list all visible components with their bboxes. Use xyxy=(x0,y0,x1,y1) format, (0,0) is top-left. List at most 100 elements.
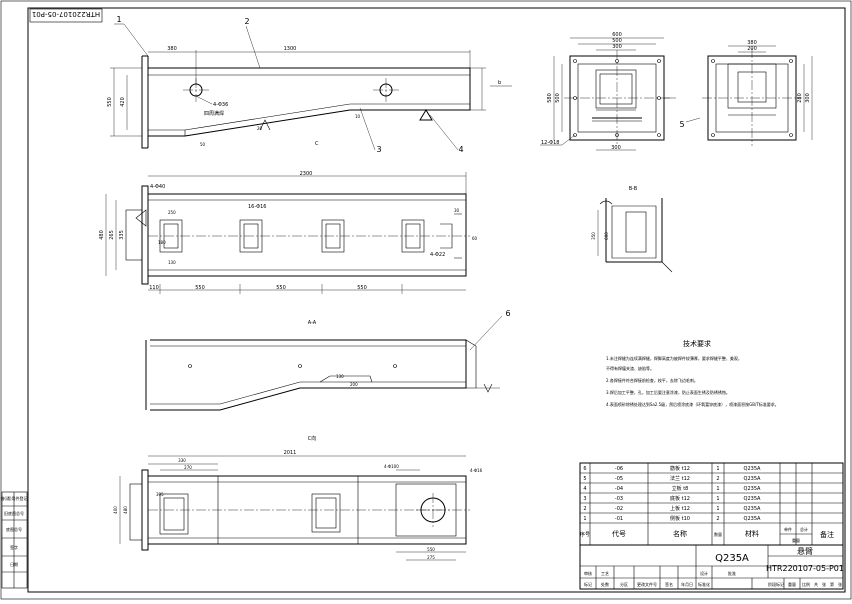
plan-dim-left-1: 265 xyxy=(109,230,115,240)
plan-overall: 2300 xyxy=(300,171,313,177)
front-hole-note: 4-Φ36 xyxy=(213,102,228,108)
inner-border xyxy=(27,7,846,593)
balloon-4: 4 xyxy=(458,145,463,154)
tb-label-0: 标记 xyxy=(584,581,592,587)
plan-inner-dim-1: 180 xyxy=(158,240,166,245)
bom-row-5-qty: 2 xyxy=(716,516,719,522)
tb-label-7: 标准化 xyxy=(698,581,710,587)
bom-h-qty: 数量 xyxy=(714,531,722,537)
tb-label-2: 分区 xyxy=(620,581,628,587)
bom-h-unit: 单件 xyxy=(784,526,792,532)
tech-title: 技术要求 xyxy=(683,339,711,348)
endL-dim-top-1: 500 xyxy=(612,38,622,44)
bom-row-0-code: -06 xyxy=(615,466,623,472)
bom-row-0-no: 6 xyxy=(583,466,586,472)
side-label-0: 借(通)用件登记 xyxy=(0,495,27,501)
tb-label-13: 比例 xyxy=(802,581,810,587)
c-plate-note: 4-Φ16 xyxy=(470,468,483,473)
endL-hole-note: 12-Φ18 xyxy=(541,140,559,146)
bom-header: 序号 代号 名称 数量 材料 单件 总计 重量 备注 xyxy=(580,526,834,543)
bom-row-1-mat: Q235A xyxy=(744,476,761,482)
view-mark-b: b xyxy=(498,80,501,86)
tb-label-5: 年月日 xyxy=(681,581,693,587)
front-weld-note: 四周满焊 xyxy=(204,110,224,117)
plan-dim-left-0: 480 xyxy=(99,230,105,240)
front-dim-top-0: 380 xyxy=(167,46,177,52)
bom-row-2-code: -04 xyxy=(615,486,623,492)
c-hole-note: 4-Φ100 xyxy=(384,464,399,469)
bom-row-5-no: 1 xyxy=(583,516,586,522)
plan-inner-dim-2: 130 xyxy=(168,260,176,265)
tech-item-1: 不得有焊瘤夹渣、缺陷等。 xyxy=(606,365,654,371)
c-dim-left-0: 400 xyxy=(113,506,118,514)
front-dim-left-0: 550 xyxy=(107,97,113,107)
bom-row-3-code: -03 xyxy=(615,496,623,502)
tb-label-1: 处数 xyxy=(601,581,609,587)
bom-row-4-mat: Q235A xyxy=(744,506,761,512)
bom-h-code: 代号 xyxy=(612,529,626,538)
c-cutout-1 xyxy=(159,493,189,535)
aa-label: A-A xyxy=(308,320,317,326)
plan-cutout-2 xyxy=(239,219,263,253)
bom-h-no: 序号 xyxy=(580,531,590,538)
front-view: 380 1300 550 420 4-Φ36 四周满焊 50 10 20 b C xyxy=(107,46,512,149)
tech-item-4: 4.表面喷砂除锈处理达到Sa2.5级，然后喷涂底漆（环氧富锌底漆），喷漆面积按G… xyxy=(606,401,779,407)
c-dim-bottom-1: 275 xyxy=(427,555,435,560)
bom-row-5-name: 侧板 t10 xyxy=(670,515,690,522)
c-dim-bottom-0: 550 xyxy=(427,547,435,552)
tb-label-12: 重量 xyxy=(788,581,796,587)
bb-dim-1: 600 xyxy=(604,232,609,240)
endR-dim-top-1: 200 xyxy=(747,46,757,52)
bom-row-1-name: 法兰 t12 xyxy=(670,475,690,482)
aa-section: A-A 130 200 xyxy=(145,320,500,411)
bom-row-4-no: 2 xyxy=(583,506,586,512)
plan-cutout-4 xyxy=(401,219,425,253)
balloon-5: 5 xyxy=(679,120,684,129)
balloon-2: 2 xyxy=(244,17,249,26)
corner-drawing-code: HTR220107-05-P01 xyxy=(32,10,100,18)
bom-row-4-qty: 1 xyxy=(716,506,719,512)
front-dim-left-1: 420 xyxy=(120,97,126,107)
bom-row-3-no: 3 xyxy=(583,496,586,502)
c-dim-top-1: 270 xyxy=(184,465,192,470)
plan-cutout-1 xyxy=(159,219,183,253)
c-dim-left-2: 395 xyxy=(156,492,164,497)
plan-inner-dim-3: 30 xyxy=(454,208,460,213)
plan-dim-bottom-3: 550 xyxy=(357,285,367,291)
bb-label: B-B xyxy=(629,186,638,192)
bom-row-2-no: 4 xyxy=(583,486,586,492)
side-label-2: 底图总号 xyxy=(6,526,22,532)
tb-drawing-no: HTR220107-05-P01 xyxy=(766,564,844,573)
side-label-1: 旧底图总号 xyxy=(4,510,24,516)
bb-section: B-B 350 600 xyxy=(591,186,673,273)
plan-cutout-3 xyxy=(321,219,345,253)
endL-dim-top-2: 300 xyxy=(612,44,622,50)
side-strip: 借(通)用件登记 旧底图总号 底图总号 签字 日期 xyxy=(0,491,28,589)
technical-requirements: 技术要求 1.未注焊缝为连续满焊缝，焊脚高度为被焊件较薄厚，要求焊缝平整、美观，… xyxy=(606,339,779,407)
tech-item-0: 1.未注焊缝为连续满焊缝，焊脚高度为被焊件较薄厚，要求焊缝平整、美观， xyxy=(606,355,742,361)
bom-row-3-mat: Q235A xyxy=(744,496,761,502)
tb-label-11: 阶段标记 xyxy=(768,581,784,587)
bom-row-1-qty: 2 xyxy=(716,476,719,482)
bom-row-4-name: 上板 t12 xyxy=(670,505,690,512)
bom-row-0-mat: Q235A xyxy=(744,466,761,472)
aa-dim-0: 130 xyxy=(336,374,344,379)
bom-row-3-name: 底板 t12 xyxy=(670,495,690,502)
endR-dim-right-0: 280 xyxy=(797,93,803,103)
front-small-dim-1: 10 xyxy=(355,114,361,119)
bom-h-mat: 材料 xyxy=(745,529,759,538)
plan-dim-bottom-2: 550 xyxy=(276,285,286,291)
front-small-dim-0: 50 xyxy=(200,142,206,147)
endR-dim-right-1: 300 xyxy=(805,93,811,103)
endL-dim-left-1: 500 xyxy=(555,93,561,103)
bom-row-2-qty: 1 xyxy=(716,486,719,492)
tb-part-name: 悬臂 xyxy=(797,546,813,556)
balloon-1: 1 xyxy=(116,15,121,24)
tb-label-10: 批准 xyxy=(728,570,736,576)
c-label: C向 xyxy=(308,435,317,442)
bom-h-name: 名称 xyxy=(673,529,687,538)
plan-side-note: 4-Φ22 xyxy=(430,252,445,258)
aa-dim-1: 200 xyxy=(350,382,358,387)
